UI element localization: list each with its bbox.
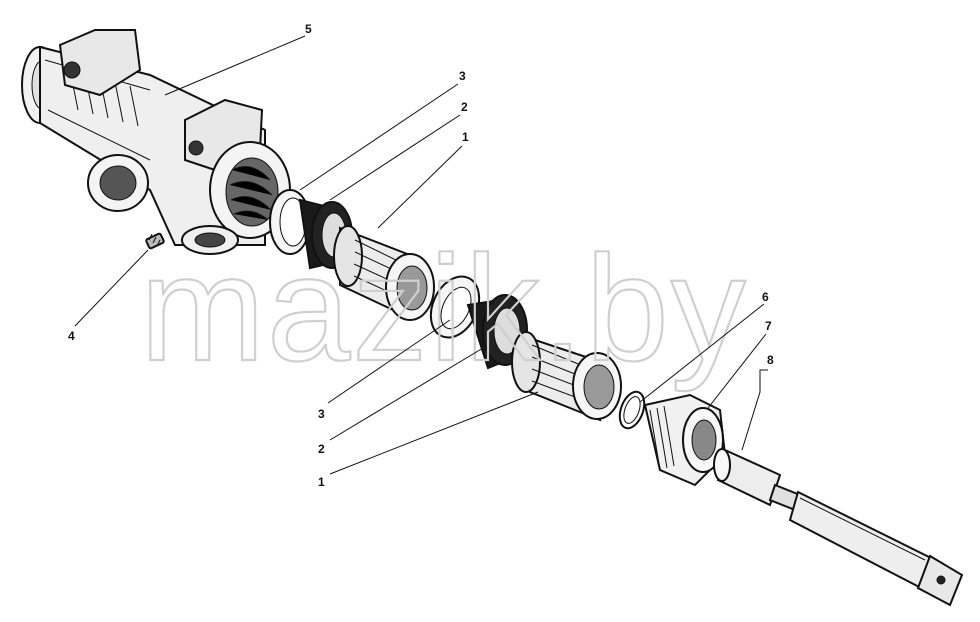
leader-7: [707, 333, 767, 409]
nut-part-7: [643, 393, 727, 487]
callout-4: 4: [68, 329, 75, 343]
leader-1-lower: [329, 391, 539, 475]
valve-body-part-5: [21, 29, 291, 255]
plug-part-4: [145, 232, 165, 250]
ring-part-3-lower: [429, 275, 481, 339]
callout-7: 7: [765, 319, 772, 333]
callout-5: 5: [305, 22, 312, 36]
leader-6: [639, 303, 765, 403]
leader-2-lower: [329, 347, 484, 441]
leader-4: [74, 249, 149, 327]
leader-5: [164, 35, 306, 96]
callout-3-lower: 3: [318, 407, 325, 421]
cage-part-1-upper: [333, 225, 435, 321]
leader-3-upper: [299, 83, 459, 191]
o-ring-part-6: [618, 390, 646, 430]
callout-8: 8: [767, 353, 774, 367]
callout-2-upper: 2: [461, 100, 468, 114]
callout-1-lower: 1: [318, 475, 325, 489]
callout-1-upper: 1: [462, 130, 469, 144]
callout-2-lower: 2: [318, 442, 325, 456]
leader-8: [741, 369, 768, 451]
callouts: 5 3 2 1 4 3 2 1 6 7 8: [68, 22, 774, 489]
leader-3-lower: [327, 319, 451, 404]
leader-lines: [74, 35, 768, 475]
callout-6: 6: [762, 290, 769, 304]
leader-2-upper: [329, 114, 461, 201]
leader-1-upper: [377, 145, 463, 229]
watermark: mazik.by: [140, 224, 748, 392]
cage-part-1-lower: [511, 331, 622, 422]
rod-part-8: [713, 448, 964, 607]
callout-3-upper: 3: [459, 69, 466, 83]
